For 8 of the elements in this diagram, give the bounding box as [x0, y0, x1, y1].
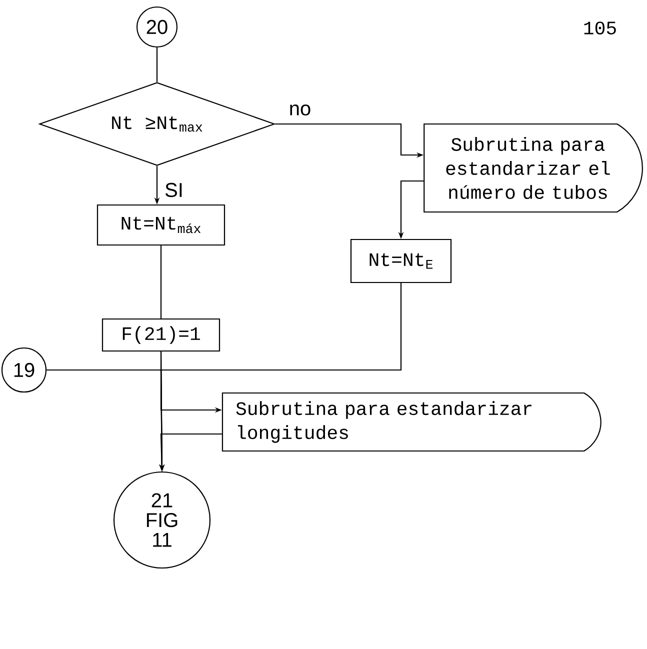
- process-box: Nt=Nt$_{máx}$: [96, 204, 226, 246]
- edge-label: SI: [164, 182, 184, 198]
- edge-label: no: [288, 104, 312, 116]
- subroutine-box: Subrutina para estandarizar el número de tubos: [424, 123, 643, 213]
- page-number: 105: [584, 22, 616, 34]
- process-box: Nt=Nt$_{E}$: [350, 238, 452, 284]
- subroutine-box: Subrutina para estandarizar longitudes: [222, 392, 602, 452]
- process-box: F(21)=1: [102, 318, 220, 352]
